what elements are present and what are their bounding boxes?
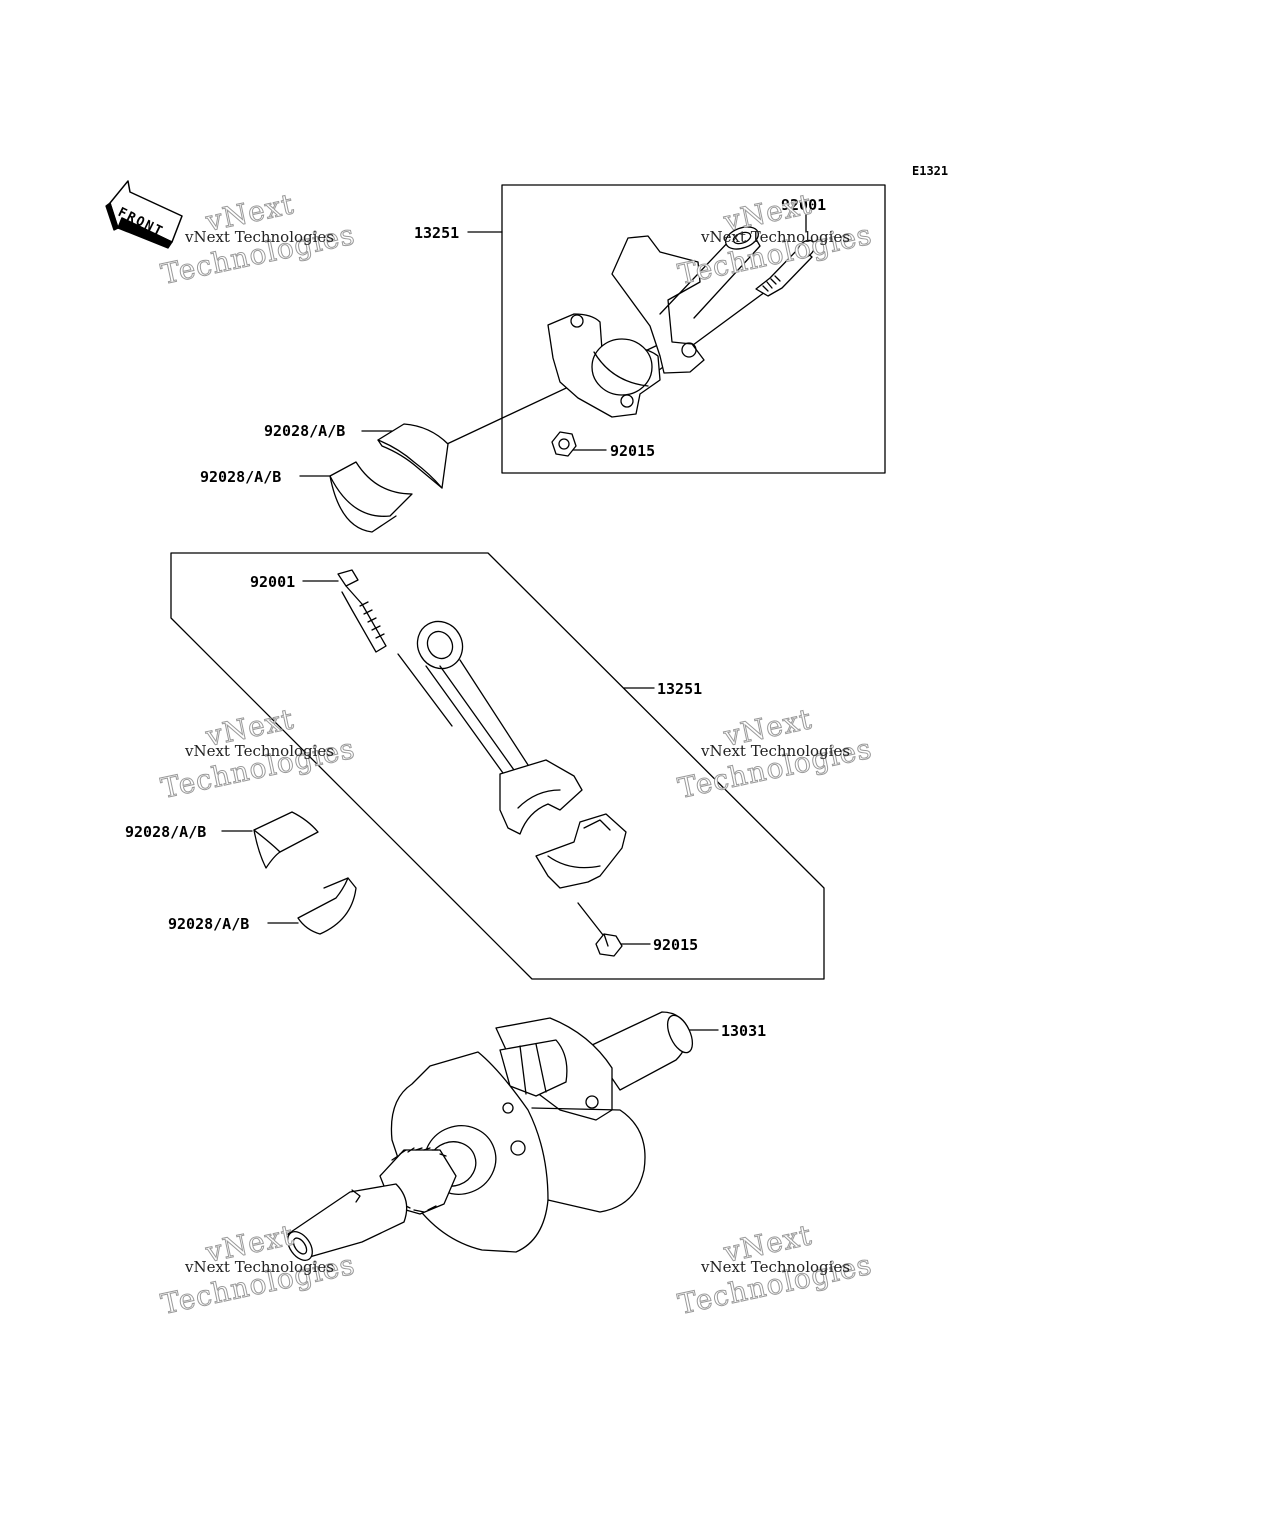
- reference-code: E1321: [912, 164, 949, 178]
- label-92001-mid[interactable]: 92001: [250, 573, 296, 591]
- label-92028-mid-upper[interactable]: 92028/A/B: [125, 823, 207, 841]
- bolt-top: [755, 239, 816, 297]
- label-92028-top-upper[interactable]: 92028/A/B: [264, 422, 346, 440]
- label-13031[interactable]: 13031: [721, 1022, 767, 1040]
- connecting-rod-mid: [416, 620, 583, 835]
- label-92001-top[interactable]: 92001: [781, 196, 827, 214]
- label-92015-top[interactable]: 92015: [610, 442, 656, 460]
- crankshaft: [287, 1011, 694, 1261]
- connecting-rod-top: [547, 226, 761, 418]
- bearing-shell-top-lower: [329, 461, 413, 533]
- label-92028-mid-lower[interactable]: 92028/A/B: [168, 915, 250, 933]
- bearing-shell-mid-lower: [297, 877, 357, 935]
- bearing-shell-top-upper: [377, 423, 449, 489]
- group-box-mid: [170, 552, 825, 980]
- leader-lines: [221, 214, 807, 1031]
- front-arrow-icon: [105, 180, 183, 249]
- rod-cap-mid: [535, 813, 627, 889]
- nut-top: [551, 431, 577, 457]
- label-92015-mid[interactable]: 92015: [653, 936, 699, 954]
- label-92028-top-lower[interactable]: 92028/A/B: [200, 468, 282, 486]
- label-13251-top[interactable]: 13251: [414, 224, 460, 242]
- group-box-top: [501, 184, 886, 474]
- bearing-shell-mid-upper: [253, 811, 319, 869]
- bolt-mid: [337, 569, 387, 653]
- label-13251-mid[interactable]: 13251: [657, 680, 703, 698]
- nut-mid: [595, 933, 623, 957]
